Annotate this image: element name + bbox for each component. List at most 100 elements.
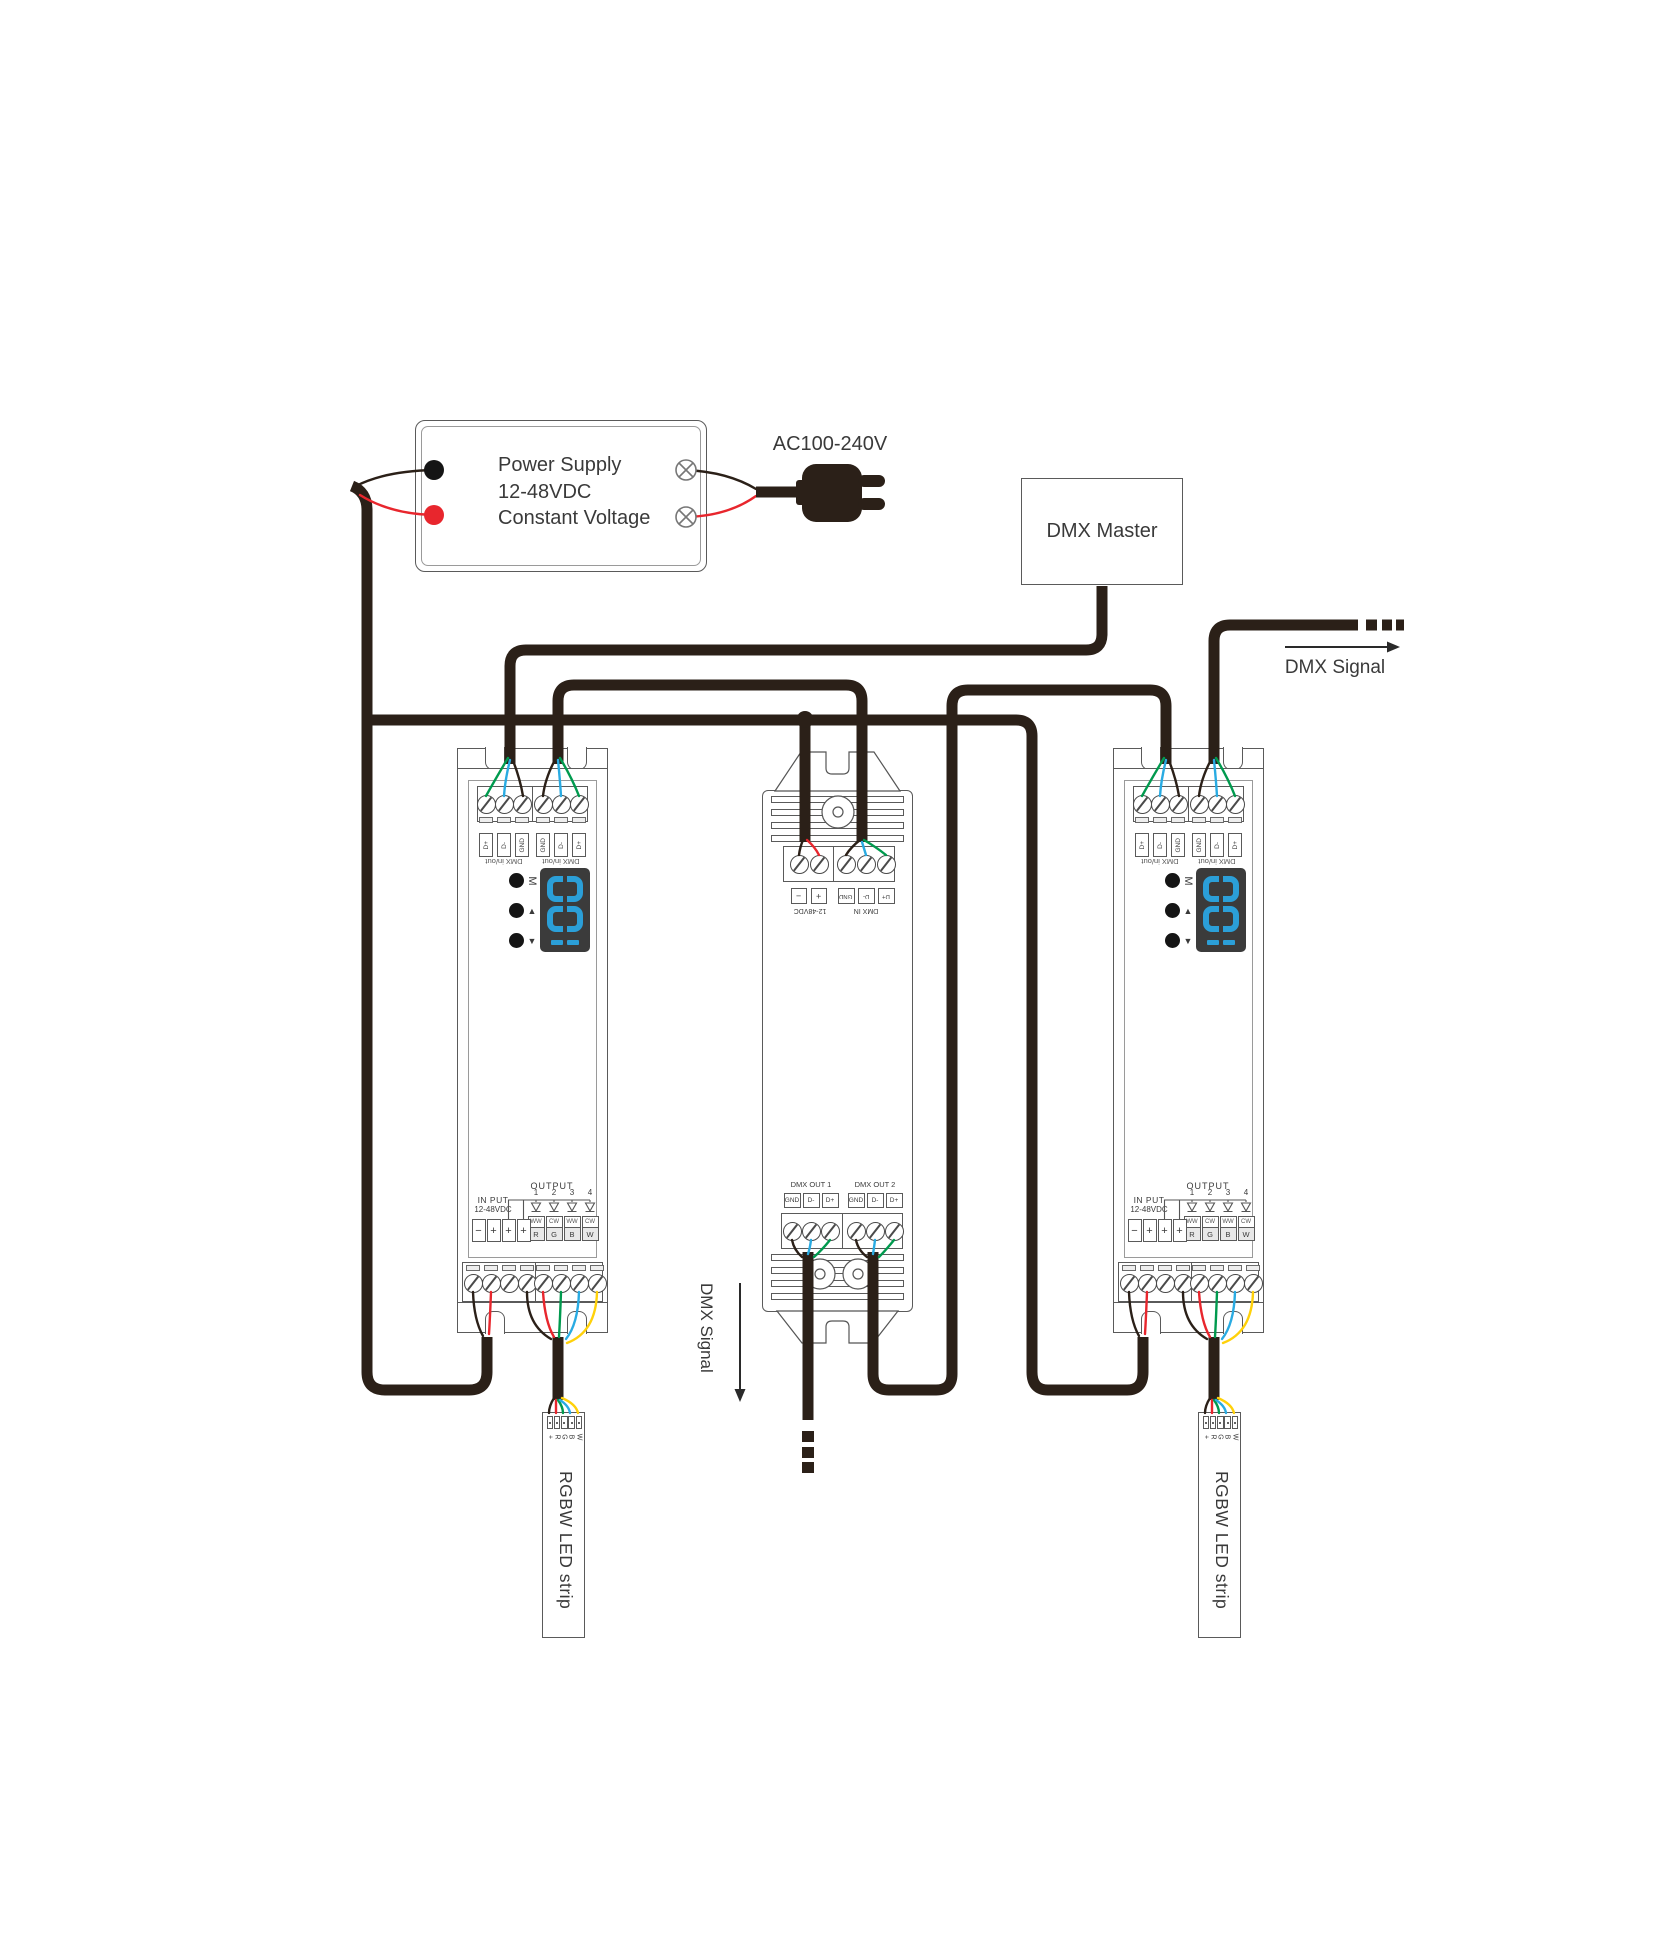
- terminal-clamp: [1210, 1265, 1224, 1271]
- dmx-signal-down-label: DMX Signal: [697, 1283, 716, 1373]
- pin-dot: [1212, 1421, 1215, 1424]
- terminal-screw: [846, 1221, 866, 1241]
- terminal-clamp: [554, 1265, 568, 1271]
- terminal-clamp: [466, 1265, 480, 1271]
- led-strip-pin-label: W: [1231, 1433, 1239, 1441]
- decoder-button-down: ▼: [527, 936, 537, 946]
- output-channel-number: 1: [533, 1188, 539, 1197]
- terminal-clamp: [1192, 817, 1206, 823]
- pin-dot: [1226, 1421, 1229, 1424]
- terminal-clamp: [590, 1265, 604, 1271]
- mounting-notch: [1223, 747, 1243, 770]
- dmx-terminal-label: GND: [1192, 833, 1206, 857]
- input-title: IN PUT: [477, 1194, 509, 1205]
- dmx-terminal-label: D-: [1153, 833, 1167, 857]
- power-supply-line3: Constant Voltage: [498, 507, 651, 529]
- terminal-divider: [532, 786, 533, 822]
- led-strip-pin: [553, 1416, 561, 1429]
- led-strip-pin: [546, 1416, 553, 1429]
- display-dash: [551, 940, 563, 945]
- terminal-clamp: [515, 817, 529, 823]
- dmx-terminal-label-text: GND: [1195, 837, 1203, 853]
- out1-terminal-label: GND: [783, 1193, 801, 1208]
- power-supply-label: Power Supply 12-48VDC Constant Voltage: [498, 452, 698, 532]
- heatsink-fin: [771, 1254, 904, 1261]
- terminal-screw: [1225, 1273, 1245, 1293]
- ac-voltage-label: AC100-240V: [772, 432, 888, 455]
- dmx-terminal-label: D+: [572, 833, 586, 857]
- led-strip-label: RGBW LED strip: [556, 1471, 576, 1610]
- input-title: IN PUT: [1133, 1194, 1165, 1205]
- display-digit: [1203, 905, 1239, 939]
- dmx-terminal-label: GND: [1171, 833, 1185, 857]
- terminal-screw: [1225, 794, 1245, 814]
- led-strip-label: RGBW LED strip: [1212, 1471, 1232, 1610]
- terminal-screw: [1243, 1273, 1263, 1293]
- pin-dot: [1233, 1421, 1236, 1424]
- display-dash: [1223, 940, 1235, 945]
- terminal-screw: [1150, 794, 1170, 814]
- mounting-notch: [567, 747, 587, 770]
- terminal-divider: [833, 846, 834, 882]
- output-channel-number: 2: [551, 1188, 557, 1197]
- led-strip-pin-label: W: [575, 1433, 583, 1441]
- pin-dot: [563, 1421, 566, 1424]
- in-dmx-terminal-text: D+: [882, 893, 890, 899]
- dmx-master-box: DMX Master: [1021, 478, 1183, 585]
- terminal-screw: [569, 1273, 589, 1293]
- heatsink-fin: [771, 835, 904, 842]
- heatsink-fin: [771, 822, 904, 829]
- in-power-terminal-text: −: [796, 891, 802, 901]
- in-power-terminal-label: +: [811, 888, 827, 904]
- terminal-screw: [820, 1221, 840, 1241]
- dmx-out2-title: DMX OUT 2: [854, 1180, 896, 1189]
- terminal-clamp: [1192, 1265, 1206, 1271]
- in-dmx-caption: DMX IN: [853, 907, 879, 914]
- in-power-caption: 12-48VDC: [793, 907, 827, 914]
- pin-dot: [1204, 1421, 1207, 1424]
- seven-segment-display: [540, 868, 590, 952]
- terminal-screw: [865, 1221, 885, 1241]
- terminal-clamp: [572, 817, 586, 823]
- input-voltage: 12-48VDC: [1130, 1205, 1168, 1214]
- terminal-clamp: [1153, 817, 1167, 823]
- button-dot: [508, 933, 524, 948]
- dmx-cables: [504, 586, 1404, 1473]
- in-dmx-terminal-text: GND: [839, 893, 853, 899]
- terminal-clamp: [1171, 817, 1185, 823]
- terminal-screw: [1168, 794, 1188, 814]
- dmx-signal-right-arrow: [1285, 641, 1400, 653]
- dmx-signal-right-label: DMX Signal: [1284, 657, 1386, 678]
- terminal-clamp: [554, 817, 568, 823]
- dmx-terminal-label: D+: [479, 833, 493, 857]
- terminal-clamp: [1135, 817, 1149, 823]
- led-strip-pin: [1217, 1416, 1224, 1429]
- out2-terminal-label: D-: [866, 1193, 884, 1208]
- decoder-button-m: M: [526, 876, 538, 886]
- out1-terminal-label: D+: [821, 1193, 839, 1208]
- terminal-screw: [499, 1273, 519, 1293]
- led-strip-pin: [575, 1416, 583, 1429]
- input-voltage: 12-48VDC: [474, 1205, 512, 1214]
- terminal-screw: [809, 854, 829, 874]
- input-terminal-label: +: [1172, 1219, 1187, 1242]
- terminal-clamp: [502, 1265, 516, 1271]
- terminal-screw: [1189, 794, 1209, 814]
- button-dot: [508, 873, 524, 888]
- terminal-screw: [463, 1273, 483, 1293]
- terminal-clamp: [484, 1265, 498, 1271]
- output-channel-number: 1: [1189, 1188, 1195, 1197]
- dmx-terminal-label: GND: [515, 833, 529, 857]
- terminal-clamp: [1246, 1265, 1260, 1271]
- dmx-port-label: DMX in/out: [542, 857, 580, 867]
- terminal-clamp: [1228, 1265, 1242, 1271]
- button-dot: [508, 903, 524, 918]
- in-power-terminal-label: −: [791, 888, 807, 904]
